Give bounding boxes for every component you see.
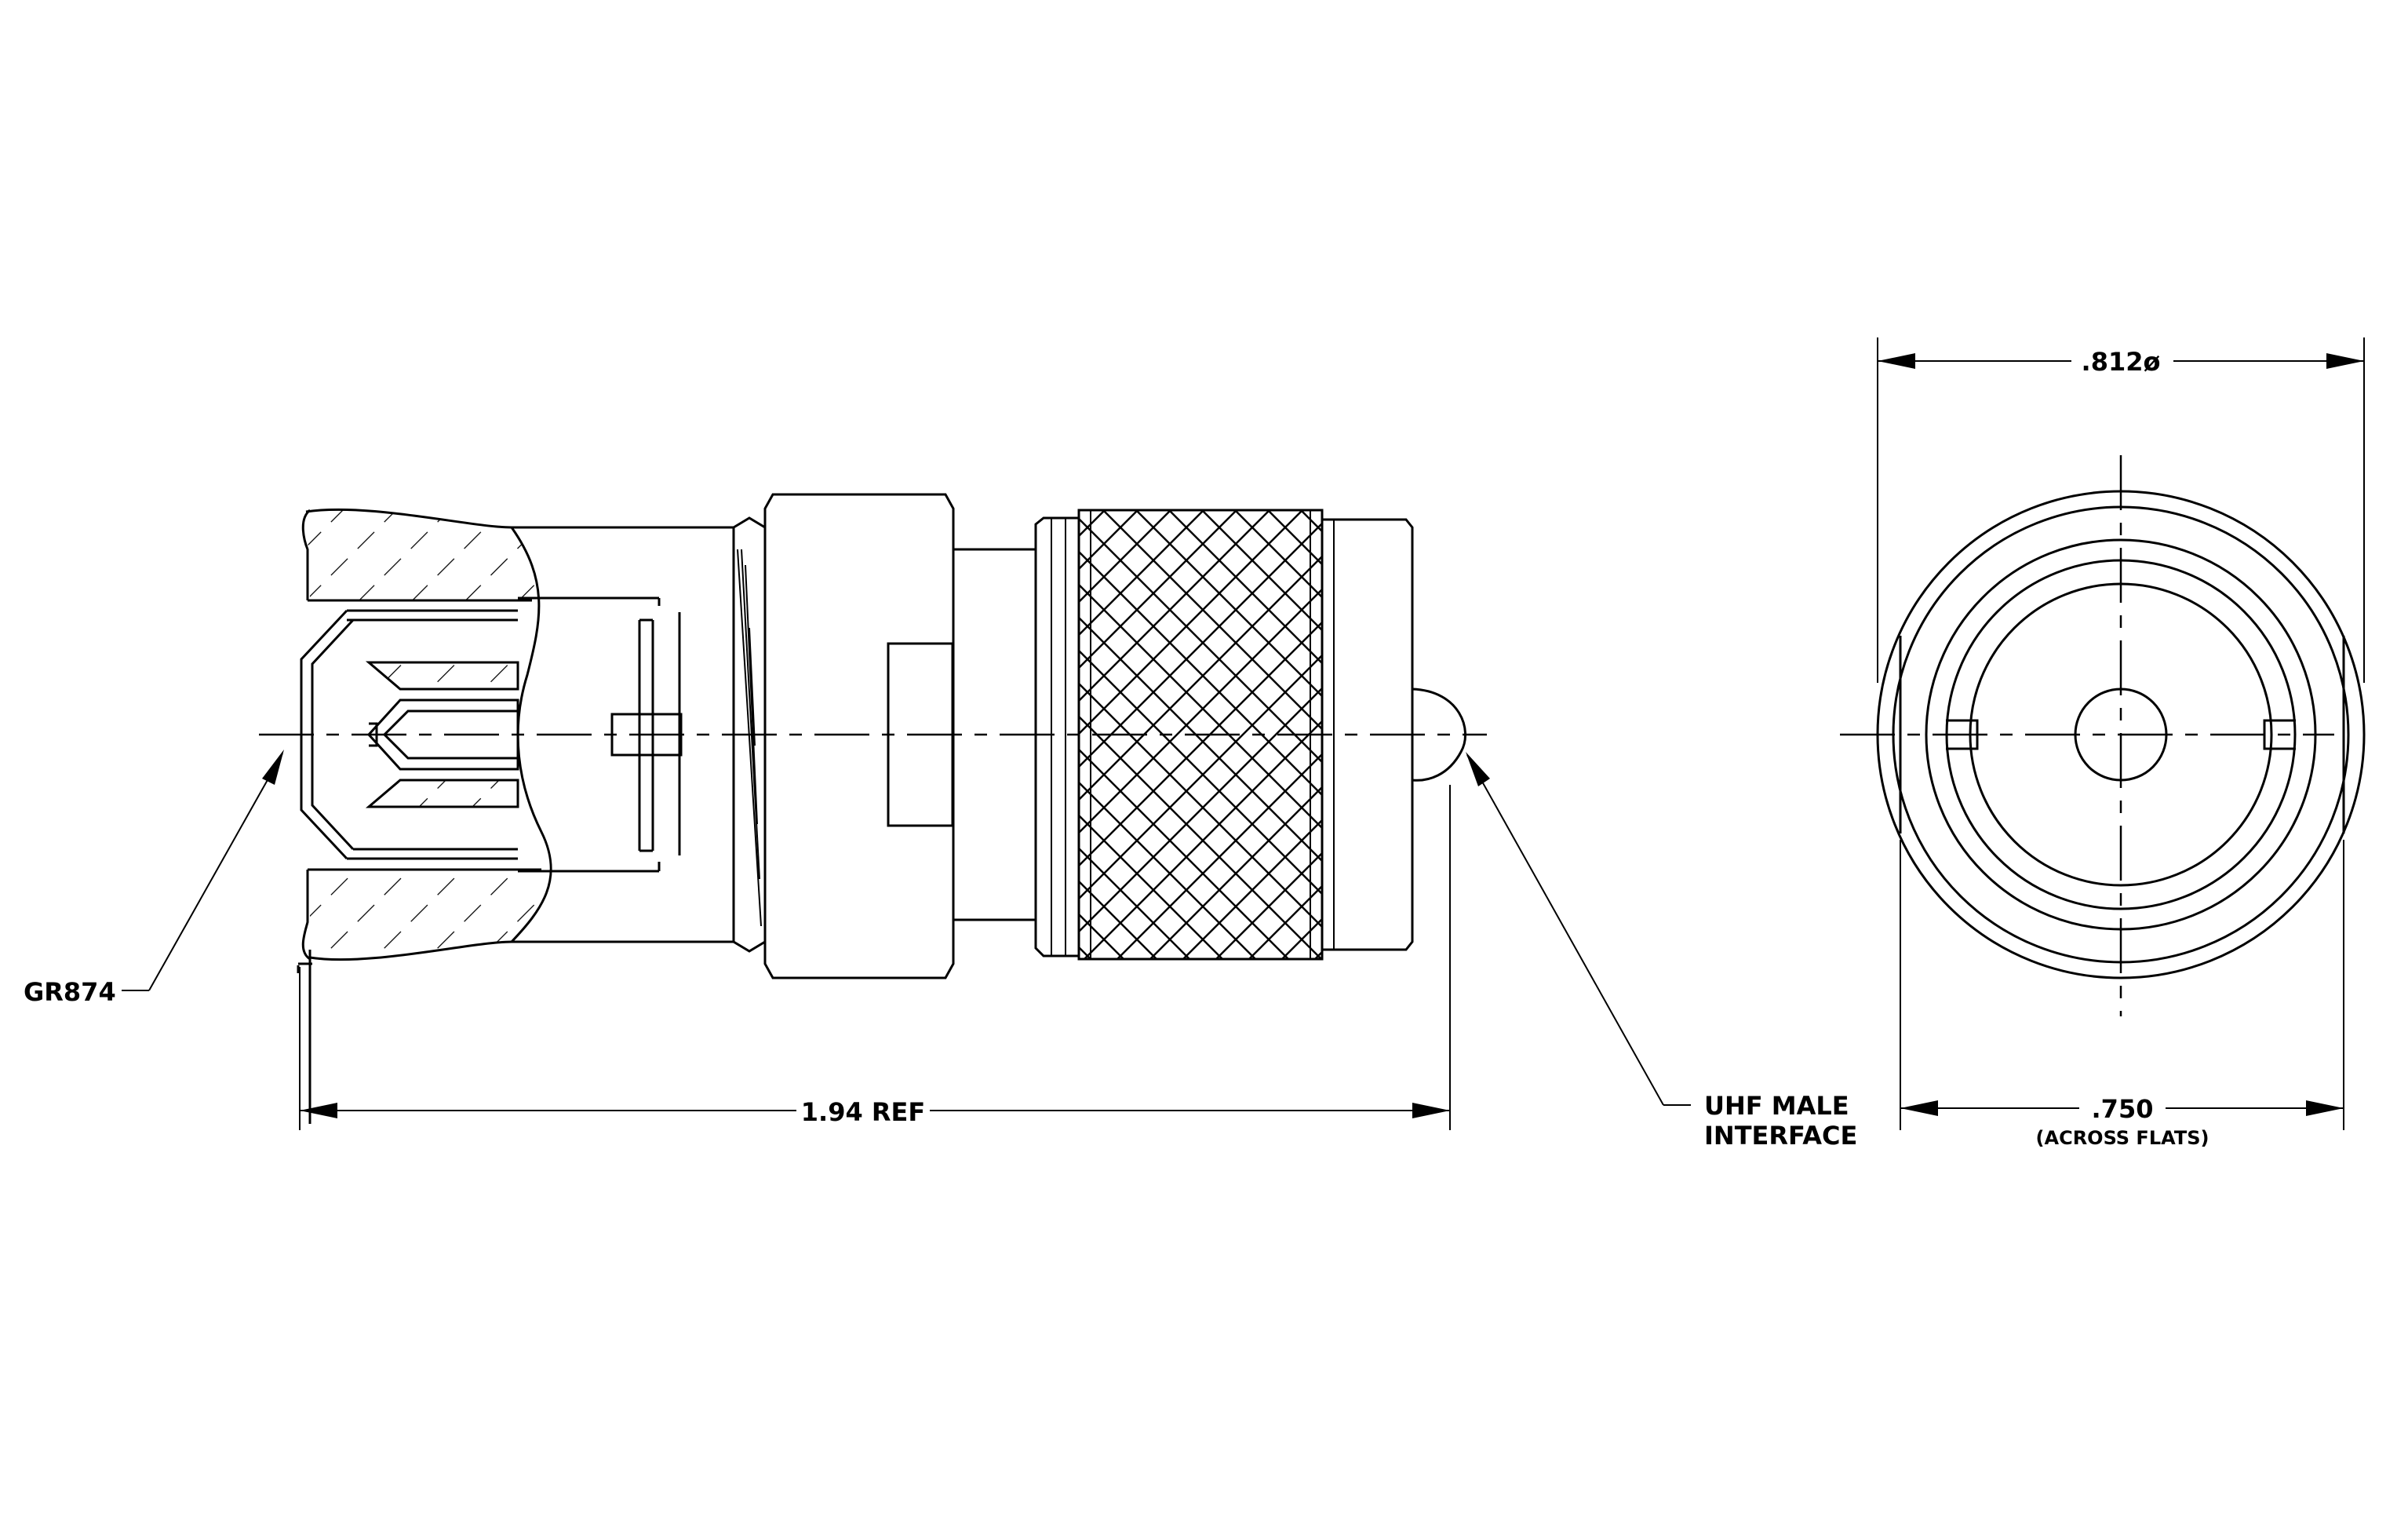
overall-length-label: 1.94 REF xyxy=(801,1097,925,1127)
end-view xyxy=(1840,455,2366,1016)
flats-label: .750 xyxy=(2092,1094,2154,1124)
uhf-label-line2: INTERFACE xyxy=(1704,1121,1857,1151)
hex-body xyxy=(763,493,1036,979)
end-dimensions: .812ø .750 (ACROSS FLATS) xyxy=(1877,337,2365,1149)
male-pin xyxy=(1412,688,1467,782)
side-view xyxy=(259,493,1487,1124)
support-bead xyxy=(518,596,683,873)
center-contact xyxy=(2074,688,2168,782)
uhf-label-line1: UHF MALE xyxy=(1704,1091,1849,1121)
gr874-label: GR874 xyxy=(24,977,116,1007)
flats-note: (ACROSS FLATS) xyxy=(2036,1127,2209,1149)
side-dimensions: 1.94 REF GR874 UHF MALE INTERFACE xyxy=(24,750,1857,1151)
gr874-inner-contact xyxy=(300,609,519,860)
coupling-nut xyxy=(1034,509,1414,961)
outer-circle xyxy=(1876,490,2366,979)
gr874-bottom-wall xyxy=(301,868,734,961)
diameter-label: .812ø xyxy=(2082,347,2161,377)
